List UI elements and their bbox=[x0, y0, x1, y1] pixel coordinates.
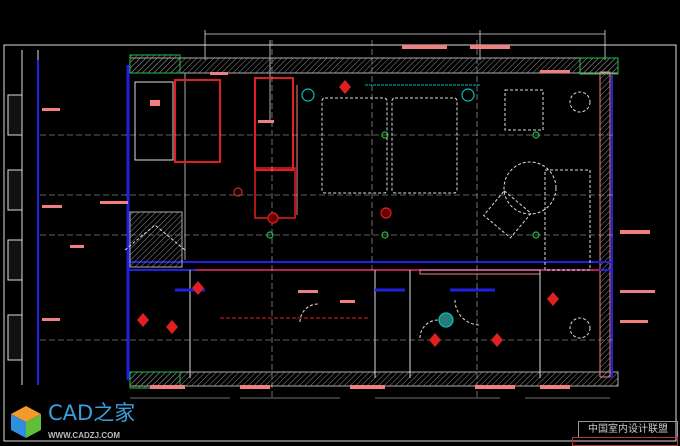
left-elevation-strip bbox=[7, 50, 39, 385]
section-tags bbox=[137, 80, 559, 347]
watermark-underline bbox=[572, 437, 678, 446]
light-fixtures bbox=[233, 88, 540, 328]
watermark-label: 中国室内设计联盟 bbox=[578, 421, 678, 438]
drawing-frame bbox=[3, 44, 677, 442]
cadzj-logo: CAD之家 WWW.CADZJ.COM bbox=[8, 401, 168, 443]
axis-grid bbox=[40, 40, 615, 400]
logo-cube-icon bbox=[11, 406, 41, 438]
exterior-walls bbox=[129, 54, 619, 389]
logo-name: CAD之家 bbox=[48, 401, 136, 425]
furniture bbox=[124, 89, 591, 339]
annotation-labels bbox=[42, 45, 655, 389]
top-dimension-lines bbox=[204, 30, 606, 120]
logo-url: WWW.CADZJ.COM bbox=[48, 431, 120, 440]
interior-partitions bbox=[126, 65, 613, 380]
